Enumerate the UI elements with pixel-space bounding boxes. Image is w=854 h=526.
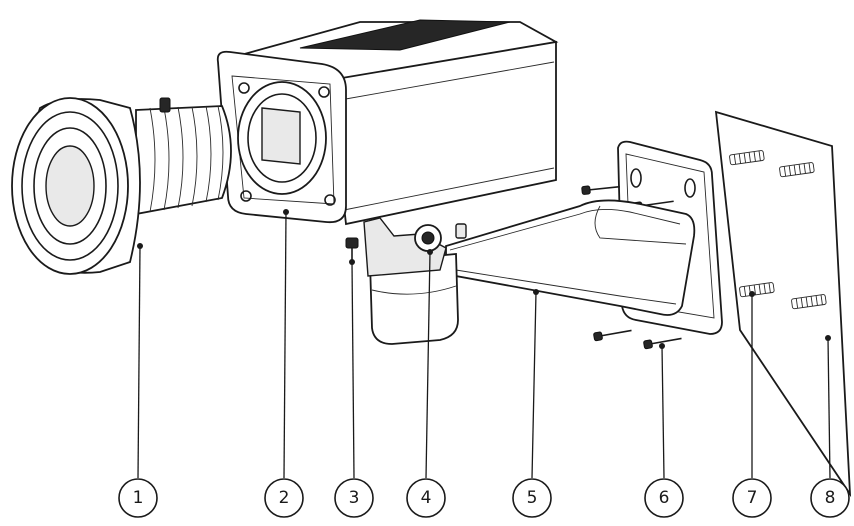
callout-2: 2 [264,478,304,518]
lock-screw [345,237,359,262]
callout-3: 3 [334,478,374,518]
callout-7-label: 7 [747,488,758,508]
callout-1-label: 1 [133,488,144,508]
mount-adapter [363,217,459,345]
callout-4-label: 4 [421,488,432,508]
callout-4: 4 [406,478,446,518]
camera-body [216,19,559,226]
callout-6: 6 [644,478,684,518]
wall-anchors [729,150,827,310]
callout-7: 7 [732,478,772,518]
wall-surface [714,110,852,498]
callout-3-label: 3 [349,488,360,508]
callout-5: 5 [512,478,552,518]
callout-5-label: 5 [527,488,538,508]
callout-1: 1 [118,478,158,518]
callout-6-label: 6 [659,488,670,508]
leader-lines [137,209,831,479]
callout-8-label: 8 [825,488,836,508]
adjustment-knob [414,223,467,252]
bracket-arm [445,199,696,316]
camera-lens [11,97,232,275]
callout-2-label: 2 [279,488,290,508]
callout-8: 8 [810,478,850,518]
